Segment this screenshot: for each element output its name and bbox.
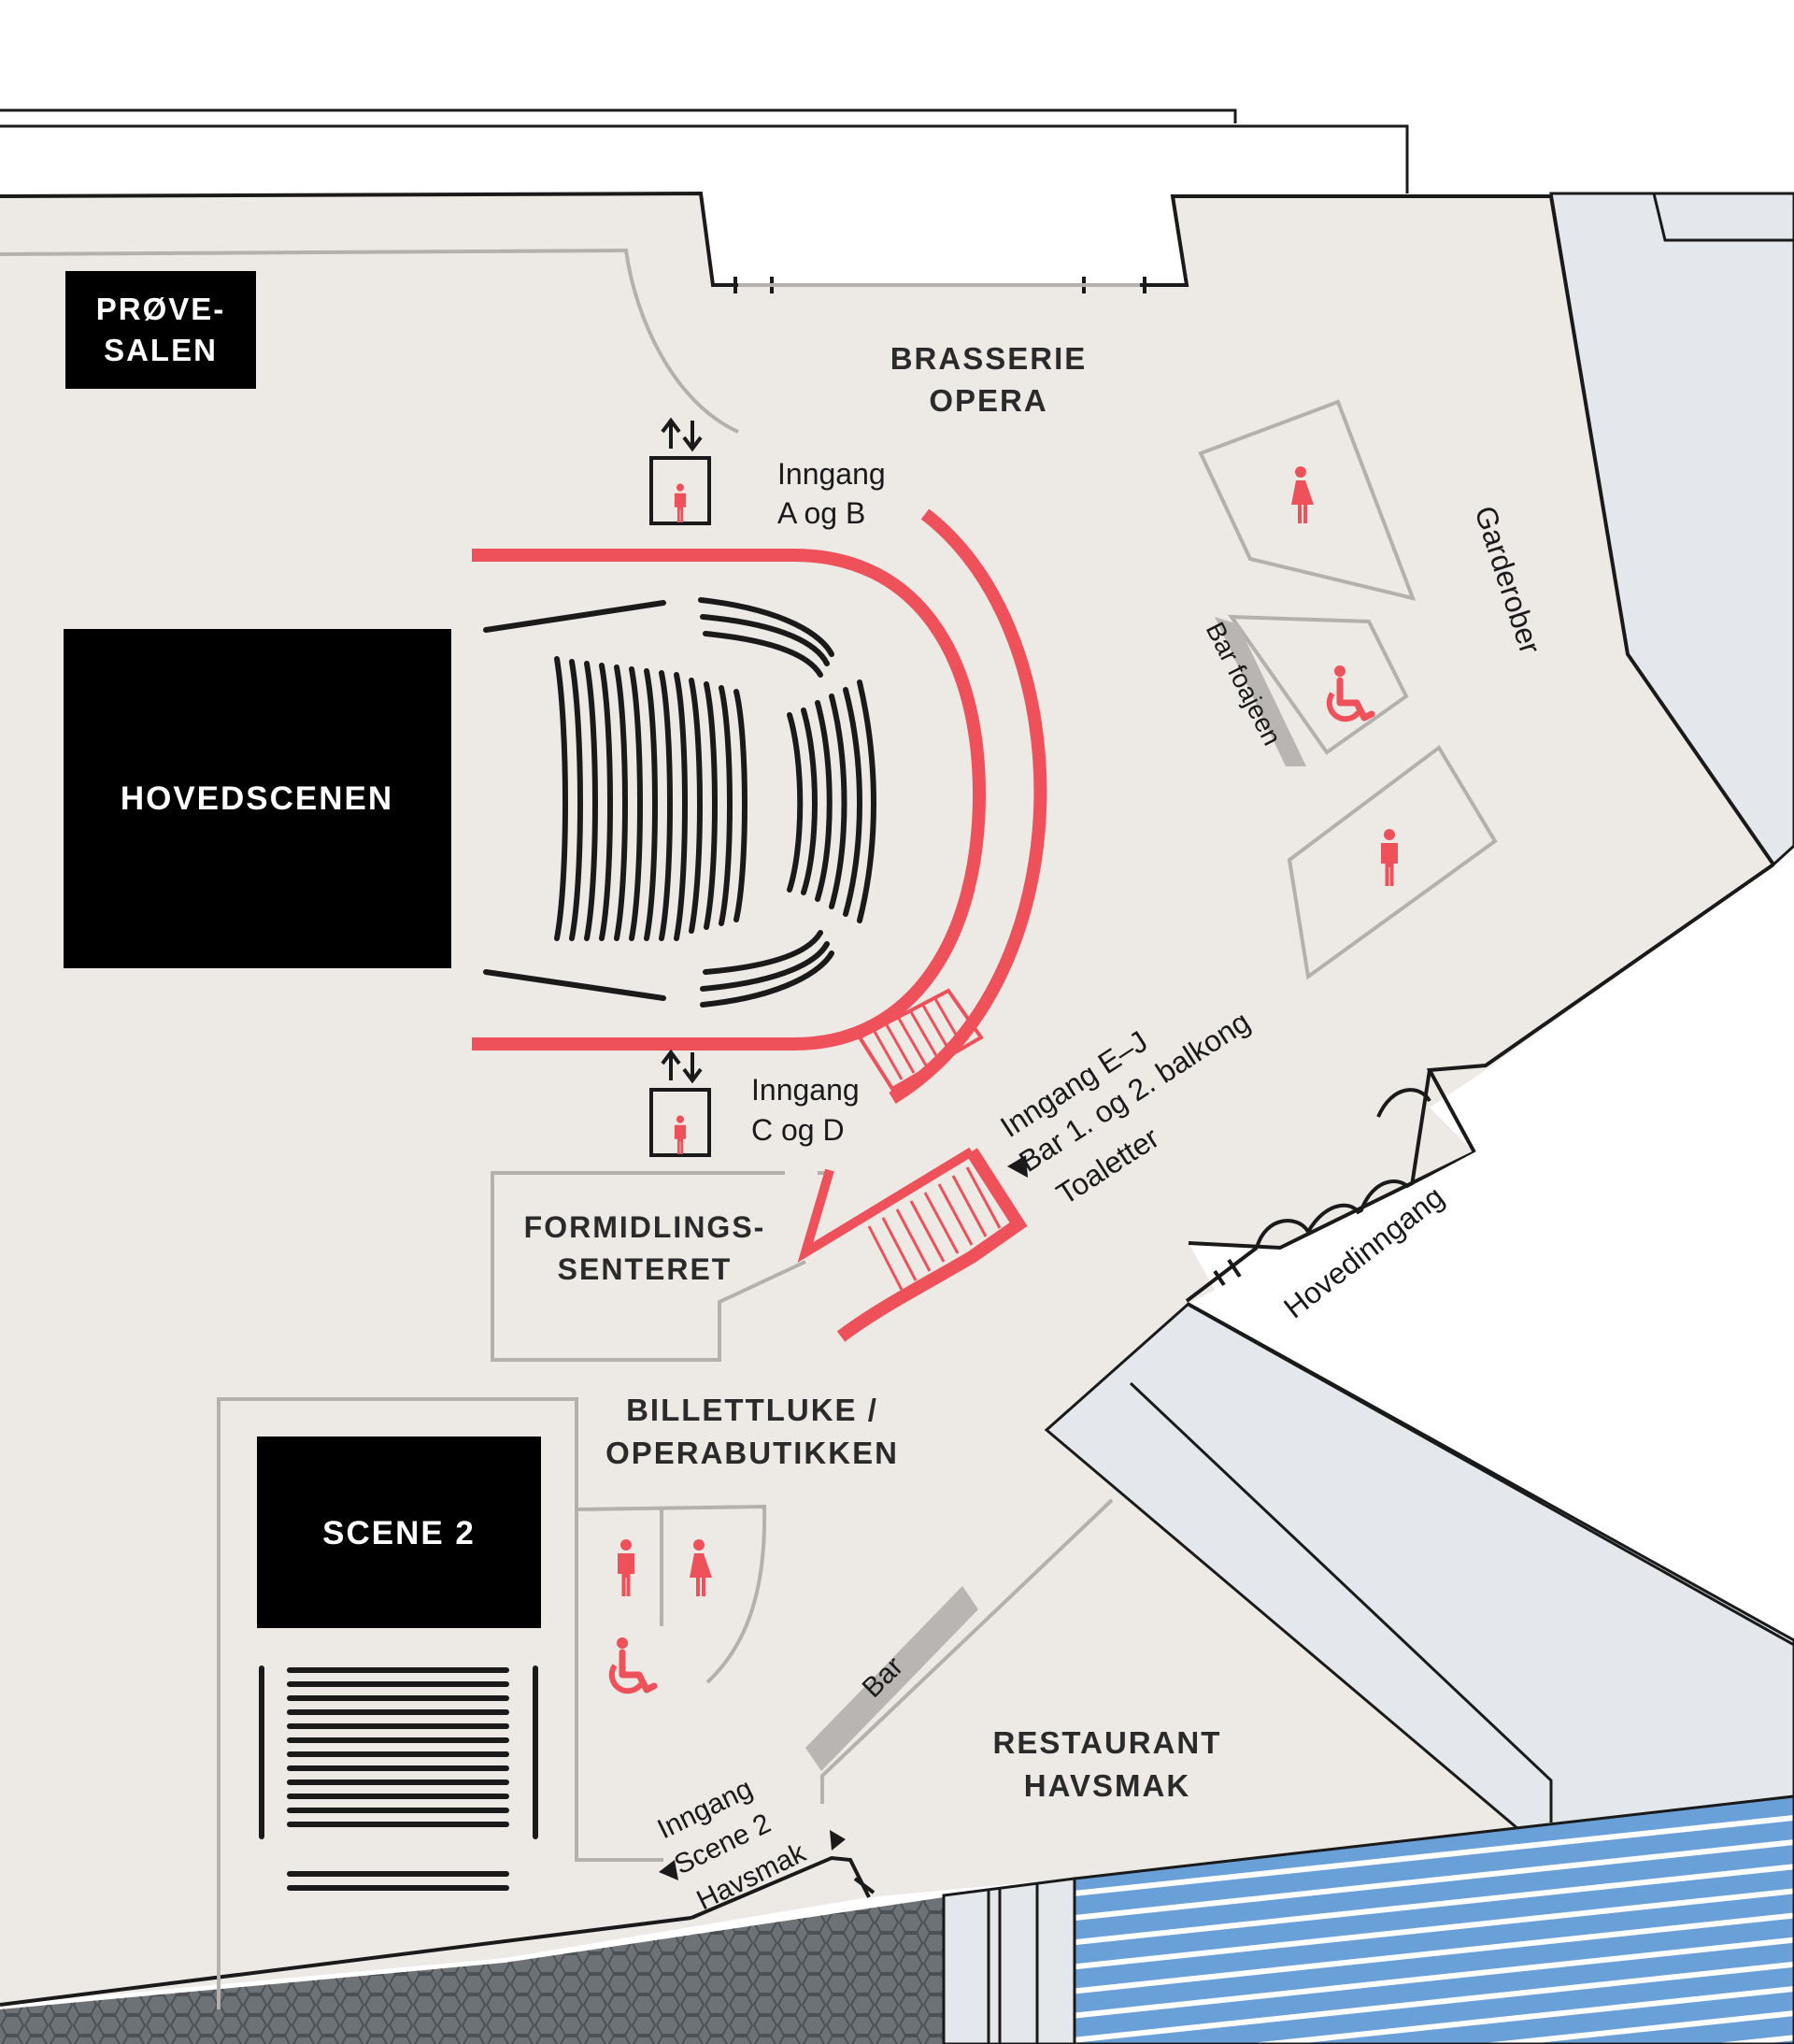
restaurant-wall — [820, 1498, 1114, 1804]
glass-mullion-lower-2 — [1186, 1302, 1794, 1647]
wall-scene2-entrance — [691, 1855, 871, 1920]
restaurant-label-2: HAVSMAK — [1024, 1768, 1190, 1803]
brasserie-label-2: OPERA — [929, 383, 1047, 418]
toilet-room-accessible — [1228, 614, 1409, 755]
restaurant-label-1: RESTAURANT — [993, 1725, 1222, 1760]
main-entrance-door-leaf — [1409, 1069, 1431, 1193]
partition-curve-north — [0, 248, 739, 434]
scene2-block[interactable] — [257, 1437, 541, 1628]
formidling-room — [491, 1171, 806, 1362]
bar-counter — [805, 1586, 978, 1771]
elevator-icon — [649, 417, 711, 525]
outer-wall-top-2 — [0, 124, 1409, 193]
formidling-label-2: SENTERET — [558, 1252, 733, 1286]
entrance-arrow-icon — [1007, 1155, 1028, 1178]
outdoor-plaza — [1189, 930, 1794, 1640]
entrance-arrow-icon — [659, 1860, 678, 1880]
stairs-main — [797, 1147, 1028, 1342]
main-entrance-doors — [1185, 1088, 1431, 1303]
paved-area-pattern — [0, 1897, 944, 2044]
toilet-room-women — [1198, 399, 1417, 601]
elevator-icon — [649, 1049, 711, 1157]
glass-strip-mullions — [987, 1883, 1039, 2044]
wall-north — [0, 191, 1775, 866]
glass-mullion-lower — [1129, 1381, 1553, 1822]
provesalen-label-1: PRØVE- — [96, 292, 226, 326]
glass-strip-bottom — [942, 1877, 1076, 2044]
seating-main — [483, 597, 876, 1008]
provesalen-block[interactable] — [65, 271, 256, 389]
inngang-ab-label-1: Inngang — [777, 457, 886, 491]
glass-mullion-top — [1652, 193, 1794, 242]
formidling-label-1: FORMIDLINGS- — [524, 1210, 766, 1244]
seating-scene2 — [259, 1665, 538, 1891]
inngang-cd-label-2: C og D — [751, 1113, 845, 1147]
auditorium-wall — [472, 549, 987, 1051]
water-area — [1073, 1794, 1794, 2044]
scene2-room-wall — [217, 1397, 663, 2009]
hovedscenen-label: HOVEDSCENEN — [121, 780, 393, 817]
hovedscenen-block[interactable] — [64, 629, 451, 968]
toilets-left-wall — [576, 1504, 767, 1684]
billettluke-label-1: BILLETTLUKE / — [626, 1393, 878, 1427]
entrance-arrow-icon — [830, 1830, 846, 1851]
provesalen-label-2: SALEN — [104, 333, 218, 367]
door-mark-s2 — [853, 1877, 876, 1894]
toilet-room-men — [1287, 745, 1498, 980]
bottom-wall — [0, 1916, 692, 2007]
wall-main-entrance — [1188, 863, 1775, 1251]
outer-wall-top — [0, 108, 1237, 123]
inngang-cd-label-1: Inngang — [751, 1073, 860, 1107]
bar-foajeen-counter — [1215, 617, 1306, 766]
brasserie-label-1: BRASSERIE — [890, 341, 1088, 376]
billettluke-label-2: OPERABUTIKKEN — [605, 1436, 899, 1470]
inngang-ab-label-2: A og B — [777, 496, 865, 530]
stairs-auditorium — [857, 988, 984, 1092]
scene2-label: SCENE 2 — [322, 1515, 476, 1551]
auditorium-outer-corridor — [889, 508, 1047, 1104]
